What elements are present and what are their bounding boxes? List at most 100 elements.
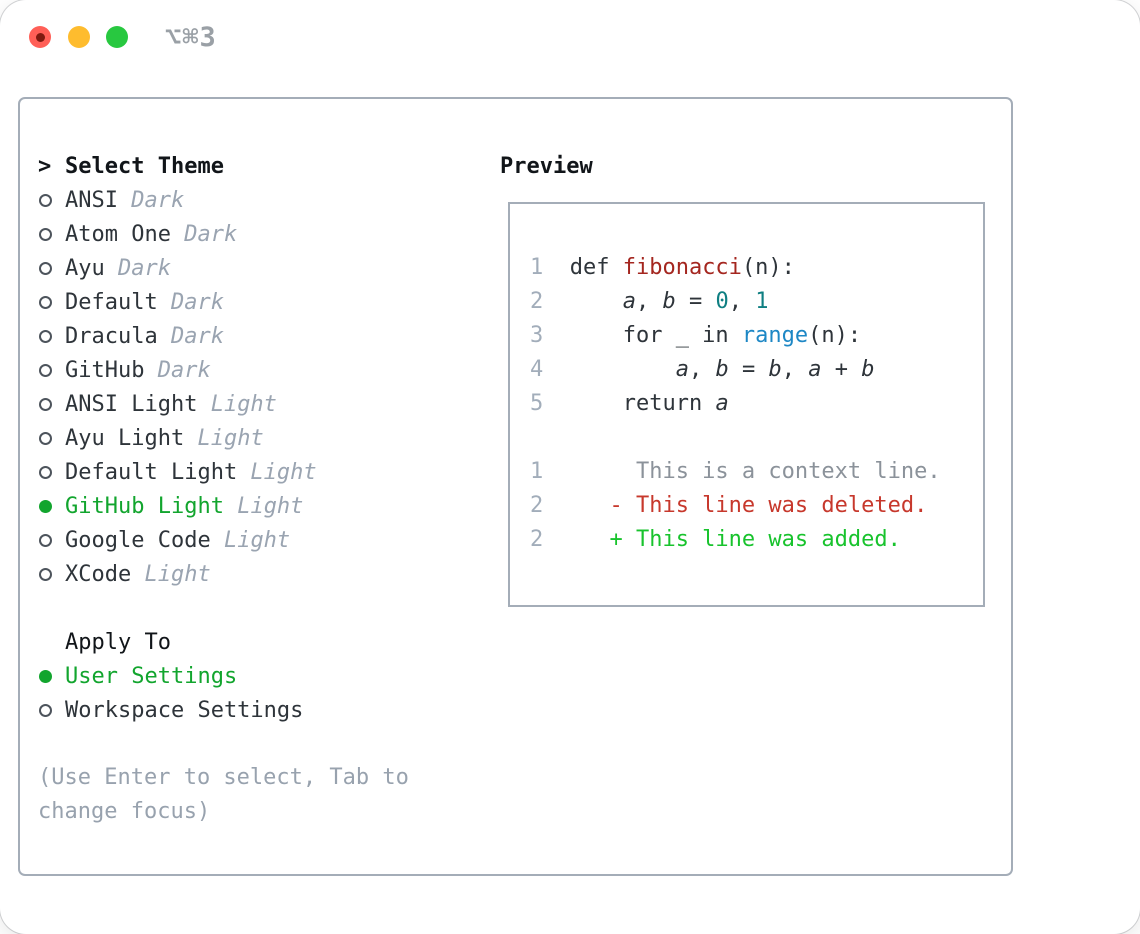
prompt-caret: > <box>38 153 52 179</box>
radio-circle <box>39 295 52 309</box>
theme-option-github-light[interactable]: GitHub Light Light <box>38 489 409 523</box>
radio-circle <box>39 329 52 343</box>
code-token-text: (n): <box>741 254 795 280</box>
radio-selected-icon[interactable] <box>38 669 65 683</box>
option-label: GitHub <box>65 357 145 383</box>
code-token-text: def <box>569 254 623 280</box>
code-token-var: a <box>675 356 689 382</box>
theme-option-default[interactable]: Default Dark <box>38 285 409 319</box>
code-token-text: return <box>569 390 716 416</box>
radio-circle <box>39 193 52 207</box>
theme-option-atom-one[interactable]: Atom One Dark <box>38 217 409 251</box>
line-number: 2 <box>530 526 544 552</box>
theme-option-default-light[interactable]: Default Light Light <box>38 455 409 489</box>
code-token-text <box>570 357 676 382</box>
radio-unselected-icon[interactable] <box>38 363 65 377</box>
radio-circle <box>39 499 52 513</box>
theme-option-google-code[interactable]: Google Code Light <box>38 523 409 557</box>
code-token-text: , <box>781 356 809 382</box>
code-token-builtin: range <box>741 322 809 348</box>
code-token-text: = <box>728 356 769 382</box>
code-line: 5 return a <box>530 386 983 420</box>
theme-option-ayu-light[interactable]: Ayu Light Light <box>38 421 409 455</box>
apply-option-workspace-settings[interactable]: Workspace Settings <box>38 693 409 727</box>
code-token-var: a <box>808 356 822 382</box>
code-token-var: a <box>715 390 729 416</box>
hint-text: (Use Enter to select, Tab to change focu… <box>38 765 409 824</box>
radio-unselected-icon[interactable] <box>38 703 65 717</box>
radio-unselected-icon[interactable] <box>38 193 65 207</box>
code-token-added: + This line was added. <box>569 526 901 552</box>
theme-option-ansi[interactable]: ANSI Dark <box>38 183 409 217</box>
option-variant-label: Light <box>197 391 277 417</box>
option-label: Atom One <box>65 221 171 247</box>
code-line: 2 - This line was deleted. <box>530 488 983 522</box>
minimize-button[interactable] <box>68 26 90 48</box>
titlebar[interactable]: ⌥⌘3 <box>0 0 1140 75</box>
radio-unselected-icon[interactable] <box>38 465 65 479</box>
code-token-var: b <box>715 356 729 382</box>
radio-circle <box>39 567 52 581</box>
line-number: 1 <box>530 458 544 484</box>
radio-unselected-icon[interactable] <box>38 431 65 445</box>
option-variant-label: Dark <box>170 221 238 247</box>
code-token-text: , <box>688 356 716 382</box>
code-text: a, b = 0, 1 <box>570 289 769 314</box>
close-button[interactable] <box>29 26 51 48</box>
option-label: Workspace Settings <box>65 697 304 723</box>
radio-unselected-icon[interactable] <box>38 567 65 581</box>
radio-circle <box>39 363 52 377</box>
option-label: GitHub Light <box>65 493 224 519</box>
radio-circle <box>39 397 52 411</box>
code-token-text: for _ in <box>569 322 742 348</box>
code-line: 2 a, b = 0, 1 <box>530 284 983 318</box>
code-token-text <box>570 289 623 314</box>
code-text: return a <box>570 391 729 416</box>
apply-to-title: Apply To <box>65 629 171 655</box>
code-token-num: 1 <box>755 288 769 314</box>
radio-selected-icon[interactable] <box>38 499 65 513</box>
theme-option-ayu[interactable]: Ayu Dark <box>38 251 409 285</box>
maximize-button[interactable] <box>106 26 128 48</box>
select-theme-title: Select Theme <box>65 153 224 179</box>
option-variant-label: Light <box>131 561 211 587</box>
radio-unselected-icon[interactable] <box>38 227 65 241</box>
theme-option-ansi-light[interactable]: ANSI Light Light <box>38 387 409 421</box>
close-dot-icon <box>35 32 45 42</box>
code-token-text: , <box>728 288 756 314</box>
code-token-deleted: - This line was deleted. <box>569 492 928 518</box>
option-label: Dracula <box>65 323 158 349</box>
code-line: 4 a, b = b, a + b <box>530 352 983 386</box>
option-variant-label: Dark <box>104 255 171 281</box>
radio-unselected-icon[interactable] <box>38 295 65 309</box>
code-text: for _ in range(n): <box>570 323 861 348</box>
preview-title: Preview <box>500 153 593 179</box>
theme-option-xcode[interactable]: XCode Light <box>38 557 409 591</box>
option-variant-label: Dark <box>144 357 211 383</box>
line-number: 2 <box>530 288 544 314</box>
code-text: a, b = b, a + b <box>570 357 875 382</box>
radio-unselected-icon[interactable] <box>38 533 65 547</box>
radio-unselected-icon[interactable] <box>38 397 65 411</box>
option-label: ANSI Light <box>65 391 198 417</box>
code-token-num: 0 <box>715 288 729 314</box>
apply-to-header-row: Apply To <box>38 625 409 659</box>
select-theme-header-row: > Select Theme <box>38 149 409 183</box>
code-token-text: + <box>821 356 862 382</box>
theme-option-github[interactable]: GitHub Dark <box>38 353 409 387</box>
line-number: 3 <box>530 322 544 348</box>
option-label: Default <box>65 289 158 315</box>
radio-circle <box>39 431 52 445</box>
option-label: Ayu <box>65 255 105 281</box>
option-label: Default Light <box>65 459 238 485</box>
radio-unselected-icon[interactable] <box>38 261 65 275</box>
apply-option-user-settings[interactable]: User Settings <box>38 659 409 693</box>
theme-option-dracula[interactable]: Dracula Dark <box>38 319 409 353</box>
radio-unselected-icon[interactable] <box>38 329 65 343</box>
code-text: This is a context line. <box>570 459 941 484</box>
option-label: XCode <box>65 561 132 587</box>
